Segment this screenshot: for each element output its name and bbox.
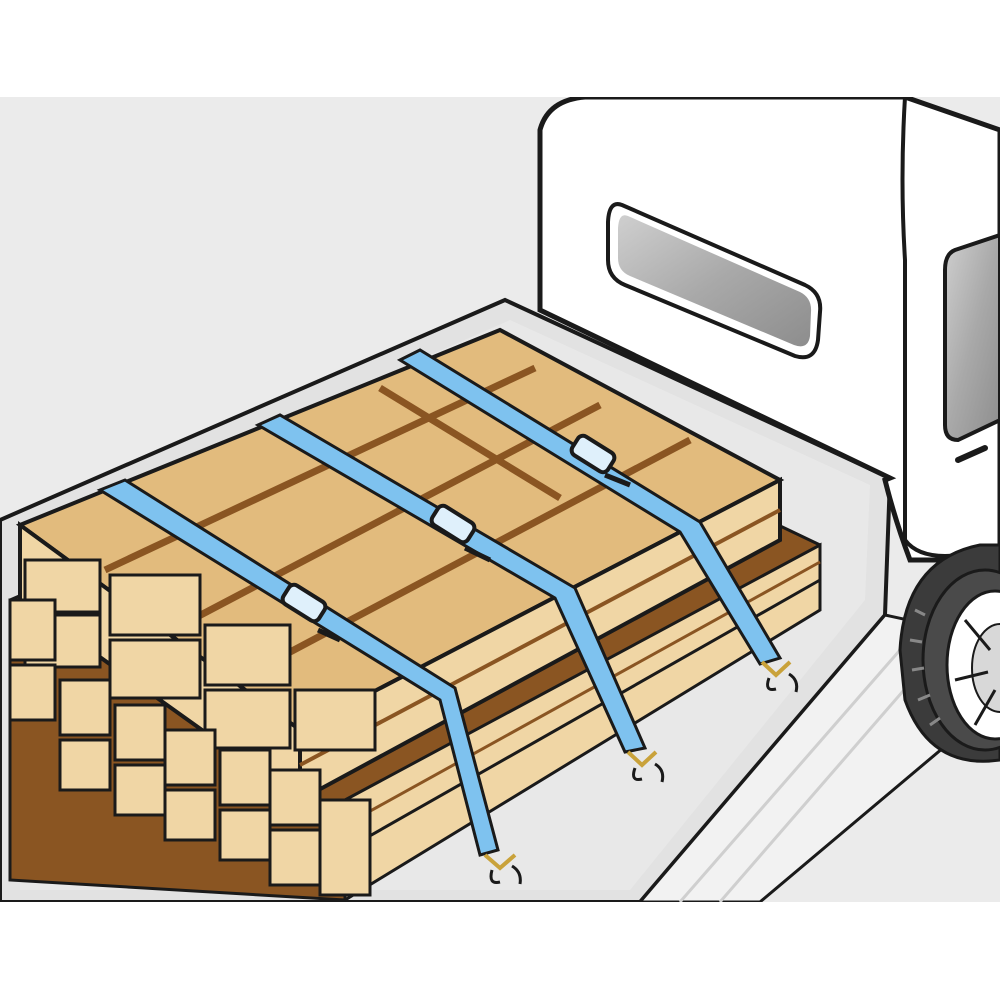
rail-line bbox=[718, 659, 932, 903]
box-ends bbox=[8, 558, 377, 897]
rail-line bbox=[678, 649, 902, 903]
cab-front-panel bbox=[900, 96, 1000, 558]
cab-side-window-glass bbox=[618, 215, 812, 347]
bottom-margin bbox=[0, 902, 1000, 1000]
lashing-strap-2 bbox=[254, 413, 648, 754]
door-handle-icon bbox=[955, 445, 988, 463]
ratchet-buckle-icon bbox=[569, 433, 631, 488]
strap-hook-icon bbox=[760, 660, 799, 693]
ratchet-buckle-icon bbox=[280, 582, 342, 643]
truck-wheel bbox=[898, 543, 1000, 763]
ratchet-buckle-icon bbox=[429, 503, 492, 563]
lashing-strap-3 bbox=[396, 348, 783, 666]
lashing-strap-1 bbox=[96, 478, 500, 857]
cab-door-window bbox=[943, 232, 1000, 443]
strap-hook-icon bbox=[483, 853, 522, 885]
strap-hook-icon bbox=[626, 750, 665, 783]
top-margin bbox=[0, 0, 1000, 97]
